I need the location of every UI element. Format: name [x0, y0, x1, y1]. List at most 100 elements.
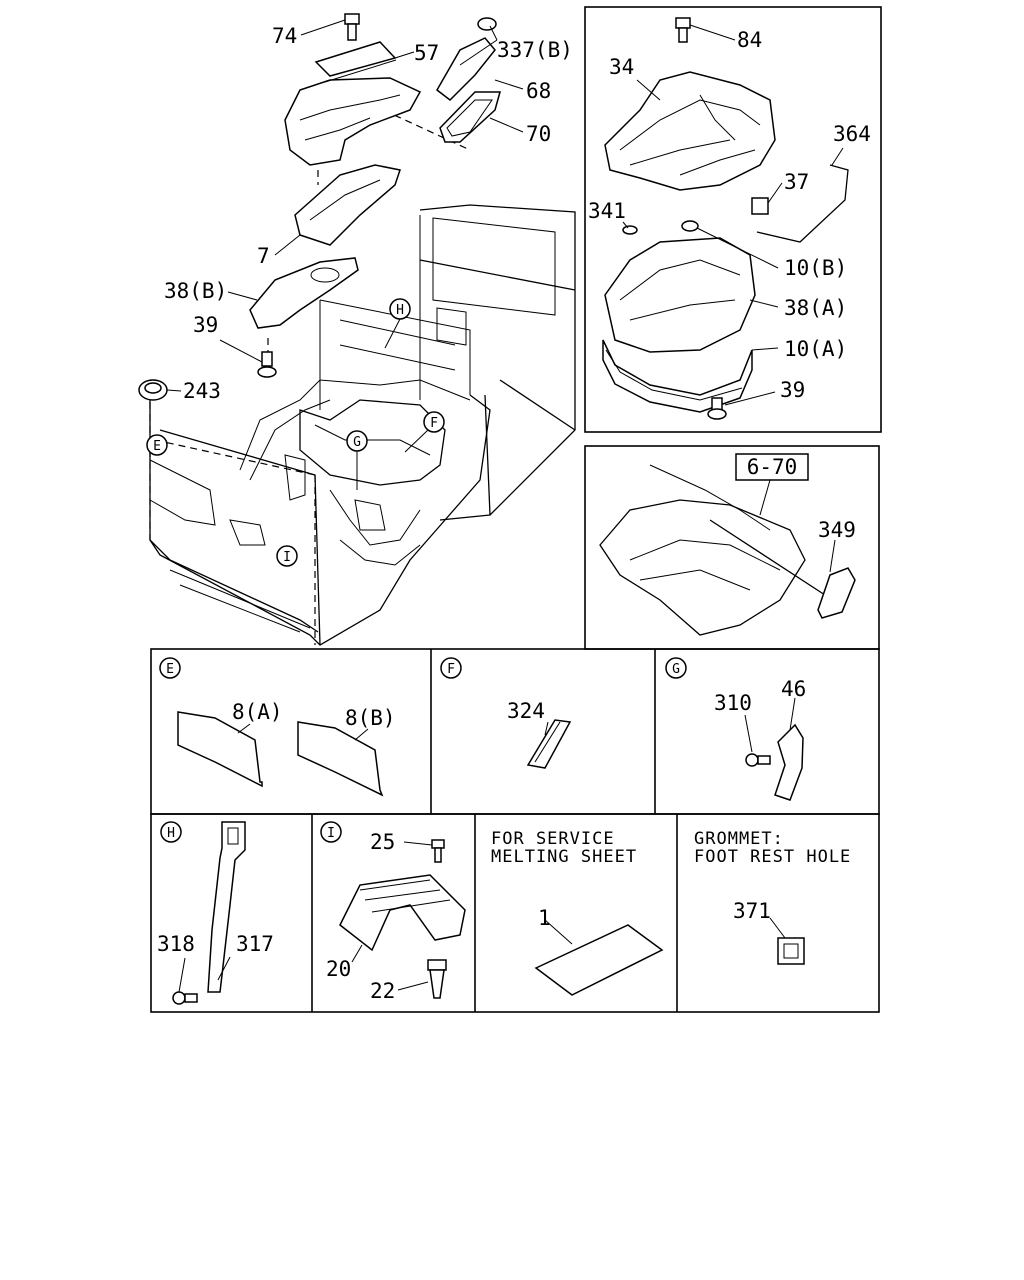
detail-h-parts [172, 821, 246, 1005]
leader-lines [166, 19, 844, 993]
seal-10a-icon [602, 339, 753, 413]
svg-text:E: E [153, 439, 161, 454]
callout-34: 34 [609, 55, 634, 79]
marker-g-main: G [346, 430, 368, 490]
marker-f-panel: F [440, 657, 462, 679]
marker-i-main: I [276, 545, 298, 567]
callout-70: 70 [526, 122, 551, 146]
floor-cover-upper-icon [284, 77, 422, 166]
callout-38a: 38(A) [784, 296, 847, 320]
callout-68: 68 [526, 79, 551, 103]
callout-243: 243 [183, 379, 221, 403]
callout-38b: 38(B) [164, 279, 227, 303]
detail-f-parts [526, 719, 572, 769]
clip-324-icon [526, 719, 572, 769]
screw-318-icon [172, 991, 198, 1005]
caption-foot-rest-hole: FOOT REST HOLE [694, 847, 851, 867]
step-20-icon [339, 874, 466, 952]
callout-46: 46 [781, 677, 806, 701]
callout-57: 57 [414, 41, 439, 65]
plate-8b-icon [297, 721, 384, 797]
cab-floor-illustration [149, 89, 576, 646]
bracket-57-icon [314, 41, 397, 77]
marker-h-main: H [384, 298, 411, 349]
panel-row-efg [150, 648, 880, 815]
stay-317-icon [207, 821, 246, 993]
cover-349-icon [817, 567, 856, 619]
callout-371: 371 [733, 899, 771, 923]
callout-39-panel: 39 [780, 378, 805, 402]
grommet-371-icon [777, 937, 805, 965]
detail-grommet-parts [777, 937, 805, 965]
callout-84: 84 [737, 28, 762, 52]
bolt-84-icon [675, 17, 691, 43]
svg-text:E: E [166, 662, 174, 677]
svg-text:I: I [327, 826, 335, 841]
reference-box-6-70 [735, 453, 809, 481]
seal-70-icon [439, 91, 501, 143]
callout-349: 349 [818, 518, 856, 542]
plug-337b-icon [477, 17, 497, 31]
floor-cover-34-icon [604, 71, 776, 191]
svg-text:I: I [283, 550, 291, 565]
callout-318: 318 [157, 932, 195, 956]
svg-text:G: G [672, 662, 680, 677]
callout-22: 22 [370, 979, 395, 1003]
bolt-25-icon [431, 839, 445, 863]
bumper-37-icon [751, 197, 769, 215]
detail-i-parts [339, 839, 466, 999]
panel-frames [150, 6, 882, 1013]
callout-labels: 74 57 337(B) 68 70 7 38(B) 39 243 84 34 … [157, 24, 871, 1003]
panel-349-detail [584, 445, 880, 650]
svg-text:G: G [353, 435, 361, 450]
marker-e-main: E [146, 434, 168, 456]
callout-25: 25 [370, 830, 395, 854]
marker-e-panel: E [159, 657, 181, 679]
bracket-68-icon [436, 37, 496, 101]
cover-7-icon [294, 164, 401, 246]
callout-10a: 10(A) [784, 337, 847, 361]
clip-39-icon [257, 351, 277, 378]
bolt-74-icon [344, 13, 360, 41]
plug-341-icon [622, 225, 638, 235]
detail-e-parts [177, 711, 384, 797]
caption-melting-sheet: MELTING SHEET [491, 847, 637, 867]
callout-39-main: 39 [193, 313, 218, 337]
callout-8a: 8(A) [232, 700, 283, 724]
plate-8a-icon [177, 711, 263, 788]
nut-22-icon [427, 959, 447, 999]
marker-i-panel: I [320, 821, 342, 843]
svg-text:H: H [167, 826, 175, 841]
callout-20: 20 [326, 957, 351, 981]
callout-337b: 337(B) [497, 38, 573, 62]
grommet-243-icon [138, 379, 168, 401]
callout-7: 7 [257, 244, 270, 268]
callout-317: 317 [236, 932, 274, 956]
callout-8b: 8(B) [345, 706, 396, 730]
callout-10b: 10(B) [784, 256, 847, 280]
bracket-46-icon [774, 723, 804, 801]
marker-f-main: F [404, 411, 445, 453]
panel-floor-cover-detail [584, 6, 882, 433]
callout-364: 364 [833, 122, 871, 146]
caption-grommet: GROMMET: [694, 829, 784, 849]
cable-364-icon [756, 164, 849, 243]
callout-6-70: 6-70 [747, 455, 798, 479]
plug-10b-icon [681, 220, 699, 232]
insulator-38a-icon [604, 237, 756, 353]
detail-service-parts [534, 924, 664, 996]
callout-37: 37 [784, 170, 809, 194]
detail-g-parts [745, 723, 804, 801]
captions: FOR SERVICE MELTING SHEET GROMMET: FOOT … [491, 829, 851, 867]
svg-text:F: F [430, 416, 438, 431]
callout-1: 1 [538, 906, 551, 930]
insulator-38b-icon [249, 257, 359, 329]
panel-349-parts [599, 464, 856, 636]
callout-341: 341 [588, 199, 626, 223]
floor-cover-panel-parts [602, 17, 849, 420]
screw-310-icon [745, 753, 771, 767]
marker-h-panel: H [160, 821, 182, 843]
melting-sheet-1-icon [534, 924, 664, 996]
callout-310: 310 [714, 691, 752, 715]
